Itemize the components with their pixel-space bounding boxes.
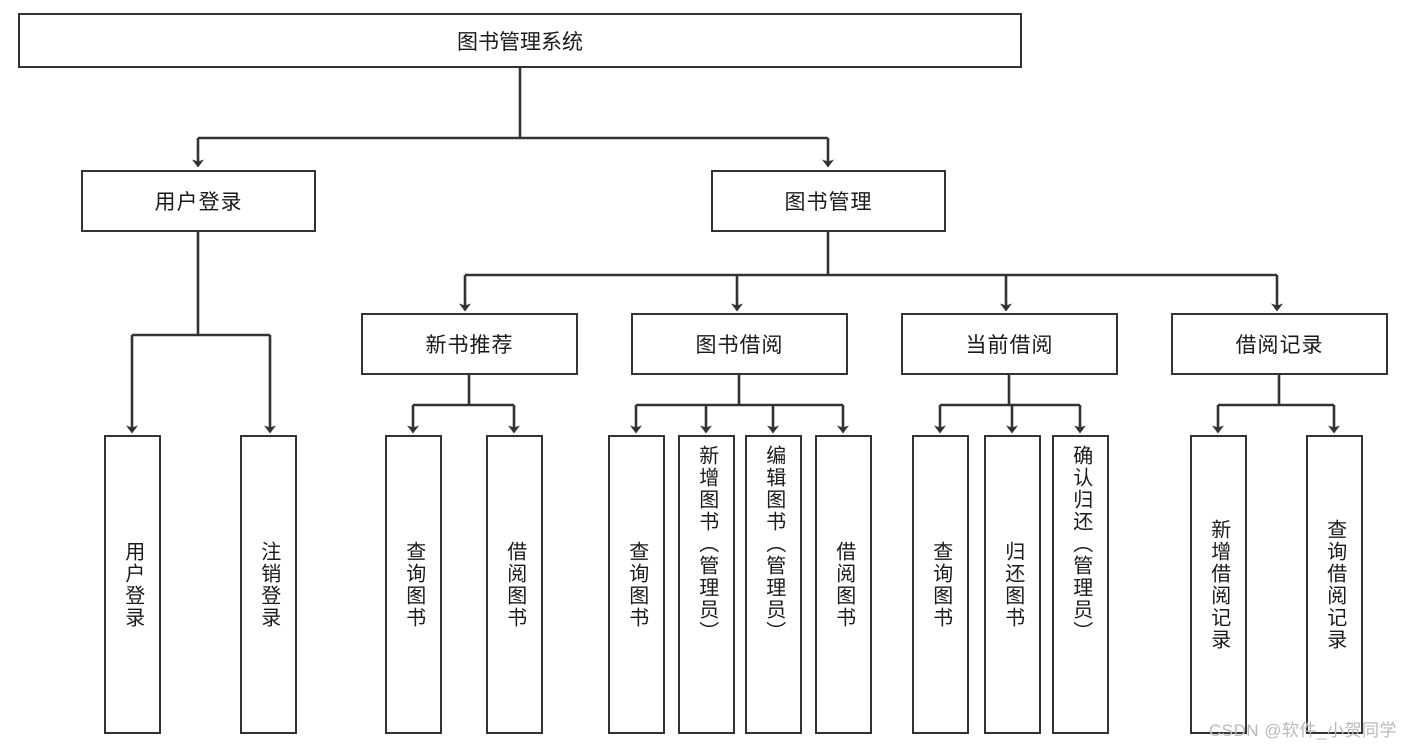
node-label: 借阅记录: [1235, 334, 1324, 357]
leaf-node[interactable]: 新增借阅记录: [1190, 435, 1247, 734]
leaf-node-label: 编辑图书（管理员）: [762, 445, 785, 643]
leaf-node-label: 查询图书: [929, 540, 952, 629]
leaf-node[interactable]: 查询借阅记录: [1306, 435, 1363, 734]
leaf-node[interactable]: 新增图书（管理员）: [678, 435, 735, 734]
node-label: 图书借阅: [695, 334, 784, 357]
leaf-node-label: 借阅图书: [832, 540, 855, 629]
leaf-node-label: 新增图书（管理员）: [695, 445, 718, 643]
leaf-node[interactable]: 查询图书: [608, 435, 665, 734]
leaf-node[interactable]: 用户登录: [104, 435, 161, 734]
node-root-system[interactable]: 图书管理系统: [18, 13, 1022, 68]
watermark: CSDN @软件_小贺同学: [1208, 721, 1397, 740]
node-label: 图书管理系统: [457, 30, 583, 54]
leaf-node-label: 查询借阅记录: [1323, 518, 1346, 651]
node-book-borrow[interactable]: 图书借阅: [631, 313, 848, 375]
node-label: 图书管理: [784, 191, 873, 214]
leaf-node[interactable]: 归还图书: [984, 435, 1041, 734]
leaf-node[interactable]: 查询图书: [385, 435, 442, 734]
node-label: 用户登录: [154, 191, 243, 214]
leaf-node[interactable]: 注销登录: [240, 435, 297, 734]
node-user-login[interactable]: 用户登录: [81, 170, 316, 232]
leaf-node-label: 借阅图书: [503, 540, 526, 629]
leaf-node-label: 查询图书: [402, 540, 425, 629]
leaf-node[interactable]: 借阅图书: [815, 435, 872, 734]
leaf-node-label: 确认归还（管理员）: [1069, 445, 1092, 643]
node-label: 新书推荐: [425, 334, 514, 357]
leaf-node[interactable]: 编辑图书（管理员）: [745, 435, 802, 734]
leaf-node[interactable]: 查询图书: [912, 435, 969, 734]
leaf-node-label: 新增借阅记录: [1207, 518, 1230, 651]
node-current-borrow[interactable]: 当前借阅: [901, 313, 1118, 375]
node-borrow-records[interactable]: 借阅记录: [1171, 313, 1388, 375]
leaf-node-label: 查询图书: [625, 540, 648, 629]
node-label: 当前借阅: [965, 334, 1054, 357]
node-new-book-recommend[interactable]: 新书推荐: [361, 313, 578, 375]
leaf-node[interactable]: 确认归还（管理员）: [1052, 435, 1109, 734]
leaf-node-label: 注销登录: [257, 540, 280, 629]
leaf-node-label: 归还图书: [1001, 540, 1024, 629]
leaf-node-label: 用户登录: [121, 540, 144, 629]
node-book-management[interactable]: 图书管理: [711, 170, 946, 232]
leaf-node[interactable]: 借阅图书: [486, 435, 543, 734]
